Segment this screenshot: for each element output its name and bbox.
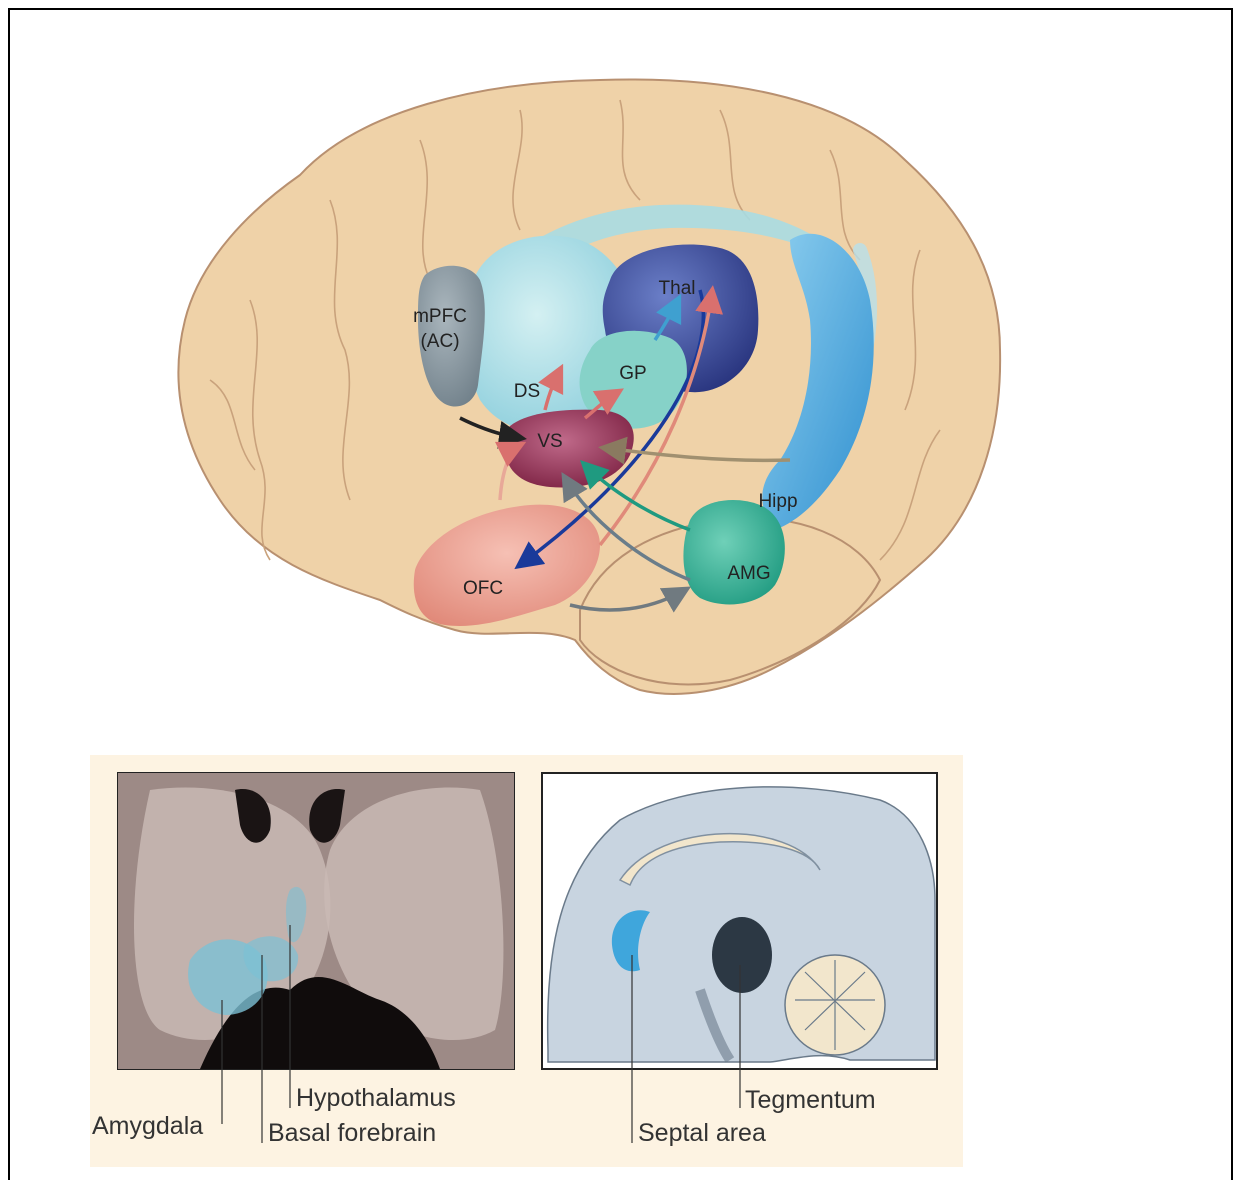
- mpfc-label-line2: (AC): [420, 331, 459, 352]
- thal-label: Thal: [659, 278, 696, 299]
- amg-region: [683, 500, 784, 604]
- basal-forebrain-label: Basal forebrain: [268, 1119, 436, 1147]
- mpfc-label-line1: mPFC: [413, 306, 467, 327]
- gp-label: GP: [619, 363, 646, 384]
- brain-diagram: mPFC (AC) DS GP Thal VS OFC AMG Hipp: [178, 79, 1000, 693]
- vs-label: VS: [537, 431, 562, 452]
- tegmentum-highlight: [712, 917, 772, 993]
- amygdala-label: Amygdala: [92, 1112, 203, 1140]
- ofc-label: OFC: [463, 578, 503, 599]
- hypothalamus-label: Hypothalamus: [296, 1084, 456, 1112]
- hipp-label: Hipp: [758, 491, 797, 512]
- septal-area-label: Septal area: [638, 1119, 766, 1147]
- amg-label: AMG: [727, 563, 770, 584]
- ds-label: DS: [514, 381, 540, 402]
- tegmentum-label: Tegmentum: [745, 1086, 876, 1114]
- coronal-section-panel: [118, 773, 514, 1069]
